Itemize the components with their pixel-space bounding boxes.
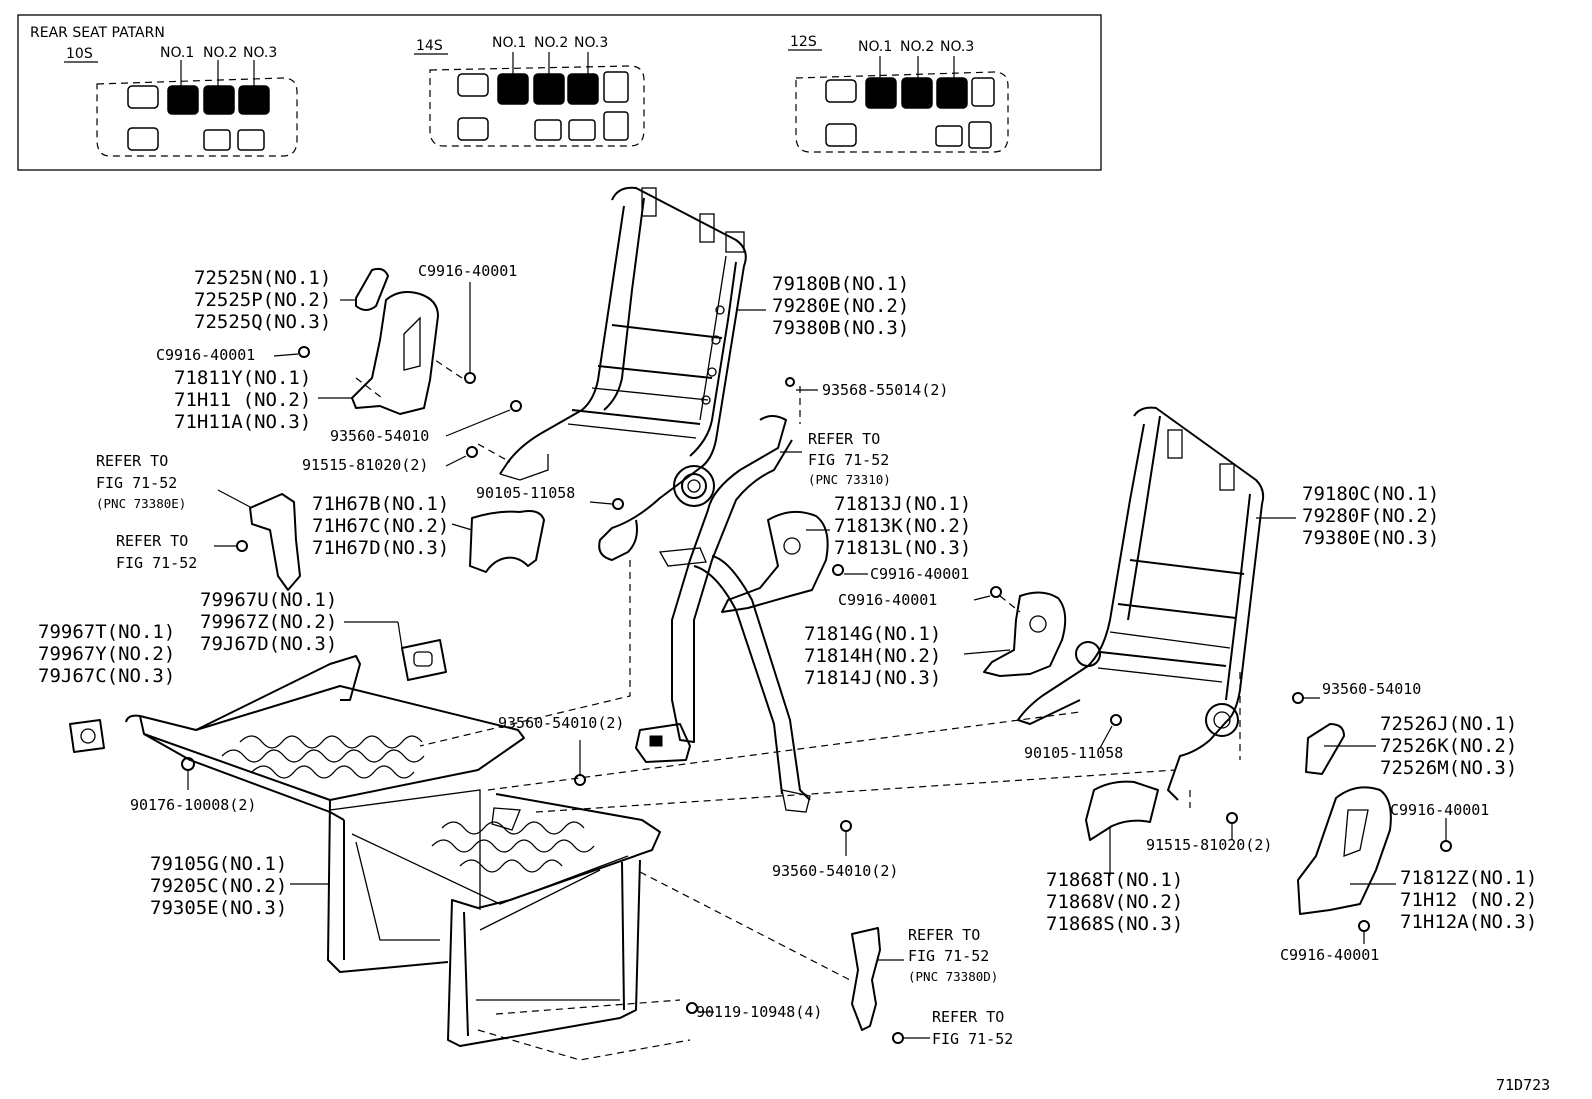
label-72526-3: 72526M(NO.3) [1380, 757, 1517, 779]
label-90105-a: 90105-11058 [476, 484, 575, 502]
label-79105-1: 79105G(NO.1) [150, 853, 287, 875]
label-refer3-2: FIG 71-52 [808, 451, 889, 469]
label-91515-b: 91515-81020(2) [1146, 836, 1272, 854]
pattern-12s: 12S NO.1 NO.2 NO.3 [788, 34, 1009, 153]
label-79180b-3: 79380B(NO.3) [772, 317, 909, 339]
figure-id: 71D723 [1496, 1076, 1550, 1094]
label-71h67-2: 71H67C(NO.2) [312, 515, 449, 537]
pattern-12s-no2: NO.2 [900, 39, 934, 55]
label-79105-3: 79305E(NO.3) [150, 897, 287, 919]
label-71868-1: 71868T(NO.1) [1046, 869, 1183, 891]
label-72525-3: 72525Q(NO.3) [194, 311, 331, 333]
label-refer4-2: FIG 71-52 [908, 947, 989, 965]
label-refer4-1: REFER TO [908, 926, 980, 944]
pattern-code-14s: 14S [416, 38, 443, 54]
label-79180c-2: 79280F(NO.2) [1302, 505, 1439, 527]
label-71811-1: 71811Y(NO.1) [174, 367, 311, 389]
label-71812-2: 71H12 (NO.2) [1400, 889, 1537, 911]
label-71814-2: 71814H(NO.2) [804, 645, 941, 667]
label-90105-b: 90105-11058 [1024, 744, 1123, 762]
pattern-code-12s: 12S [790, 34, 817, 50]
label-79967t-2: 79967Y(NO.2) [38, 643, 175, 665]
label-refer3-1: REFER TO [808, 430, 880, 448]
label-refer1-2: FIG 71-52 [96, 474, 177, 492]
seatback-frame-left [499, 186, 747, 561]
label-71814-3: 71814J(NO.3) [804, 667, 941, 689]
label-71813-2: 71813K(NO.2) [834, 515, 971, 537]
seatback-frame-right [1017, 406, 1265, 801]
leader-lines [187, 282, 1447, 1039]
label-refer5-2: FIG 71-52 [932, 1030, 1013, 1048]
label-refer1-3: (PNC 73380E) [96, 496, 186, 511]
label-79180b-2: 79280E(NO.2) [772, 295, 909, 317]
label-71868-2: 71868V(NO.2) [1046, 891, 1183, 913]
label-71813-3: 71813L(NO.3) [834, 537, 971, 559]
label-72525-1: 72525N(NO.1) [194, 267, 331, 289]
pattern-10s-no1: NO.1 [160, 45, 194, 61]
label-93560-c: 93560-54010 [1322, 680, 1421, 698]
label-72525-2: 72525P(NO.2) [194, 289, 331, 311]
seat-cushion-frame [125, 655, 661, 1047]
label-refer4-3: (PNC 73380D) [908, 969, 998, 984]
label-90176: 90176-10008(2) [130, 796, 256, 814]
label-c9916-r1: C9916-40001 [1390, 801, 1489, 819]
label-c9916-mid: C9916-40001 [870, 565, 969, 583]
label-93560-d: 93560-54010(2) [772, 862, 898, 880]
label-79967t-3: 79J67C(NO.3) [38, 665, 175, 687]
pattern-14s-no2: NO.2 [534, 35, 568, 51]
pattern-14s-no3: NO.3 [574, 35, 608, 51]
label-79180b-1: 79180B(NO.1) [772, 273, 909, 295]
label-c9916-left: C9916-40001 [156, 346, 255, 364]
label-refer3-3: (PNC 73310) [808, 472, 891, 487]
label-71811-2: 71H11 (NO.2) [174, 389, 311, 411]
label-71814-1: 71814G(NO.1) [804, 623, 941, 645]
pattern-10s: 10S NO.1 NO.2 NO.3 [64, 45, 298, 157]
small-parts [69, 267, 1452, 1044]
label-79967u-1: 79967U(NO.1) [200, 589, 337, 611]
label-90119: 90119-10948(4) [696, 1003, 822, 1021]
seat-pattern-box: REAR SEAT PATARN 10S NO.1 NO.2 NO.3 14S … [17, 14, 1102, 171]
label-79967u-2: 79967Z(NO.2) [200, 611, 337, 633]
label-79105-2: 79205C(NO.2) [150, 875, 287, 897]
label-72526-1: 72526J(NO.1) [1380, 713, 1517, 735]
pattern-12s-no3: NO.3 [940, 39, 974, 55]
label-71813-1: 71813J(NO.1) [834, 493, 971, 515]
pattern-title: REAR SEAT PATARN [30, 25, 165, 41]
label-c9916-r2: C9916-40001 [1280, 946, 1379, 964]
seat-belt-center [635, 415, 811, 813]
label-71812-3: 71H12A(NO.3) [1400, 911, 1537, 933]
part-labels: 72525N(NO.1) 72525P(NO.2) 72525Q(NO.3) C… [38, 262, 1550, 1094]
label-72526-2: 72526K(NO.2) [1380, 735, 1517, 757]
pattern-10s-no2: NO.2 [203, 45, 237, 61]
pattern-14s: 14S NO.1 NO.2 NO.3 [414, 35, 645, 147]
pattern-12s-no1: NO.1 [858, 39, 892, 55]
label-c9916-top: C9916-40001 [418, 262, 517, 280]
label-79180c-3: 79380E(NO.3) [1302, 527, 1439, 549]
pattern-code-10s: 10S [66, 46, 93, 62]
label-71812-1: 71812Z(NO.1) [1400, 867, 1537, 889]
label-79180c-1: 79180C(NO.1) [1302, 483, 1439, 505]
label-79967t-1: 79967T(NO.1) [38, 621, 175, 643]
label-refer2-2: FIG 71-52 [116, 554, 197, 572]
label-c9916-mid2: C9916-40001 [838, 591, 937, 609]
label-refer2-1: REFER TO [116, 532, 188, 550]
pattern-10s-no3: NO.3 [243, 45, 277, 61]
assembly-lines [355, 357, 1241, 1061]
label-93560-b: 93560-54010(2) [498, 714, 624, 732]
label-93560-a: 93560-54010 [330, 427, 429, 445]
label-refer1-1: REFER TO [96, 452, 168, 470]
label-71h67-1: 71H67B(NO.1) [312, 493, 449, 515]
label-71h67-3: 71H67D(NO.3) [312, 537, 449, 559]
label-91515-a: 91515-81020(2) [302, 456, 428, 474]
label-93568: 93568-55014(2) [822, 381, 948, 399]
label-71811-3: 71H11A(NO.3) [174, 411, 311, 433]
label-79967u-3: 79J67D(NO.3) [200, 633, 337, 655]
pattern-14s-no1: NO.1 [492, 35, 526, 51]
label-refer5-1: REFER TO [932, 1008, 1004, 1026]
label-71868-3: 71868S(NO.3) [1046, 913, 1183, 935]
